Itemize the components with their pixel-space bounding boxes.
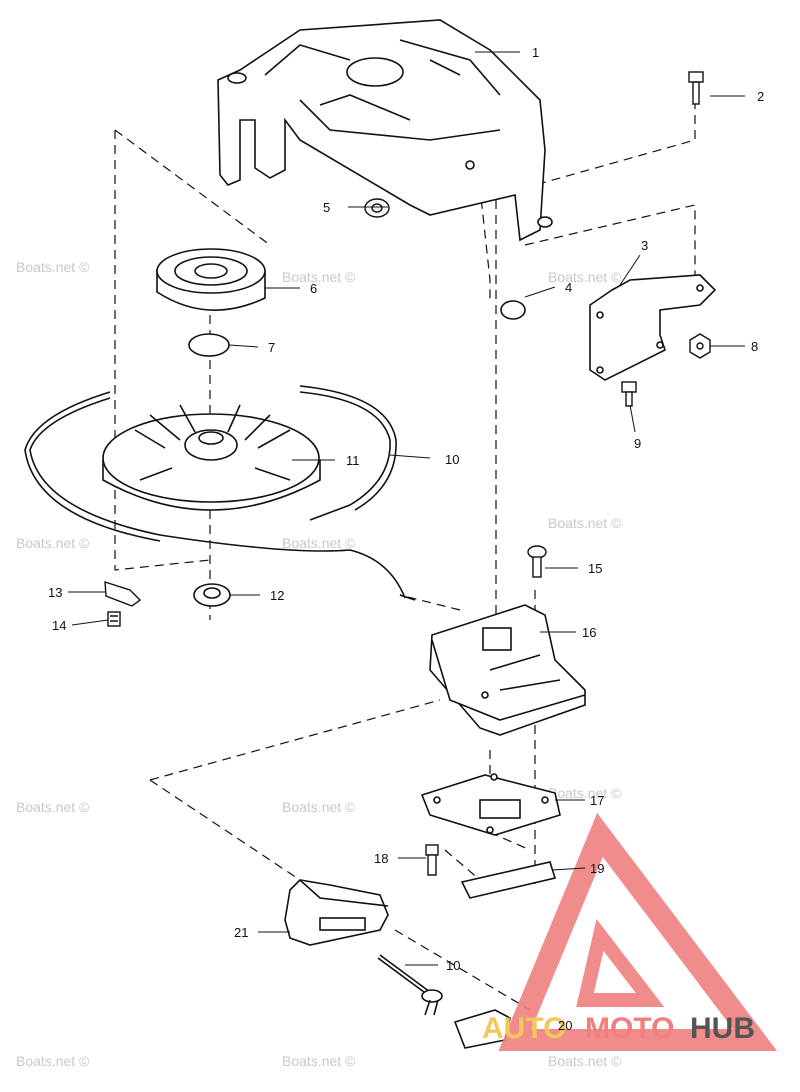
callout-label: 10: [446, 958, 460, 973]
callout-label: 15: [588, 561, 602, 576]
screw-part-15: [527, 545, 547, 578]
clip-part-13: [104, 581, 142, 607]
rope-end-part-10: [377, 954, 443, 1016]
callout-label: 19: [590, 861, 604, 876]
screw-part-14: [107, 611, 121, 627]
bushing-part-5: [364, 198, 390, 218]
callout-label: 11: [346, 453, 360, 468]
callout-labels: 1 2 3 4 5 6 7 8 9 10 11 12 13 14 15 16 1…: [48, 45, 764, 1033]
bolt-part-2: [688, 71, 704, 105]
watermark: Boats.net ©: [282, 535, 356, 551]
cap-part-7: [188, 333, 230, 357]
watermark: Boats.net ©: [548, 785, 622, 801]
brand-text-hub: HUB: [690, 1012, 755, 1045]
callout-leaders: [68, 51, 745, 966]
rope-pulley-part-11: [102, 404, 321, 511]
callout-label: 17: [590, 793, 604, 808]
callout-label: 14: [52, 618, 66, 633]
brand-text-auto: AUTO: [482, 1012, 566, 1045]
watermark-layer: Boats.net © Boats.net © Boats.net © Boat…: [16, 259, 622, 1069]
watermark: Boats.net ©: [282, 269, 356, 285]
callout-label: 6: [310, 281, 317, 296]
callout-label: 12: [270, 588, 284, 603]
callout-label: 2: [757, 89, 764, 104]
callout-label: 9: [634, 436, 641, 451]
screw-part-18: [425, 844, 439, 876]
watermark: Boats.net ©: [16, 1053, 90, 1069]
brand-logo-inner: [576, 918, 665, 1007]
callout-label: 7: [268, 340, 275, 355]
watermark: Boats.net ©: [282, 1053, 356, 1069]
callout-label: 4: [565, 280, 572, 295]
callout-label: 18: [374, 851, 388, 866]
guide-plate-part-17: [420, 773, 561, 836]
watermark: Boats.net ©: [282, 799, 356, 815]
callout-label: 5: [323, 200, 330, 215]
watermark: Boats.net ©: [548, 1053, 622, 1069]
starter-handle-part-21: [284, 879, 389, 946]
washer-part-4: [500, 300, 526, 320]
plate-part-19: [460, 861, 557, 899]
callout-label: 21: [234, 925, 248, 940]
callout-label: 1: [532, 45, 539, 60]
watermark: Boats.net ©: [548, 515, 622, 531]
callout-label: 16: [582, 625, 596, 640]
mounting-bracket: [589, 274, 717, 381]
callout-label: 8: [751, 339, 758, 354]
brand-logo-triangle: [498, 813, 778, 1051]
watermark: Boats.net ©: [16, 535, 90, 551]
callout-label: 20: [558, 1018, 572, 1033]
callout-label: 10: [445, 452, 459, 467]
watermark: Boats.net ©: [548, 269, 622, 285]
brand-text-moto: MOTO: [585, 1012, 674, 1045]
washer-part-12: [193, 583, 231, 607]
insert-part-20: [453, 1009, 511, 1049]
brand-logo: AUTO MOTO HUB: [482, 813, 778, 1051]
spring-housing-part-6: [156, 248, 266, 311]
rope-guide-part-16: [429, 604, 586, 736]
callout-label: 3: [641, 238, 648, 253]
starter-rope: [24, 385, 416, 601]
watermark: Boats.net ©: [16, 799, 90, 815]
starter-housing: [217, 19, 553, 242]
screw-part-9: [621, 381, 637, 407]
watermark: Boats.net ©: [16, 259, 90, 275]
callout-label: 13: [48, 585, 62, 600]
nut-part-8: [689, 333, 711, 359]
assembly-guide-lines: [114, 100, 696, 1011]
